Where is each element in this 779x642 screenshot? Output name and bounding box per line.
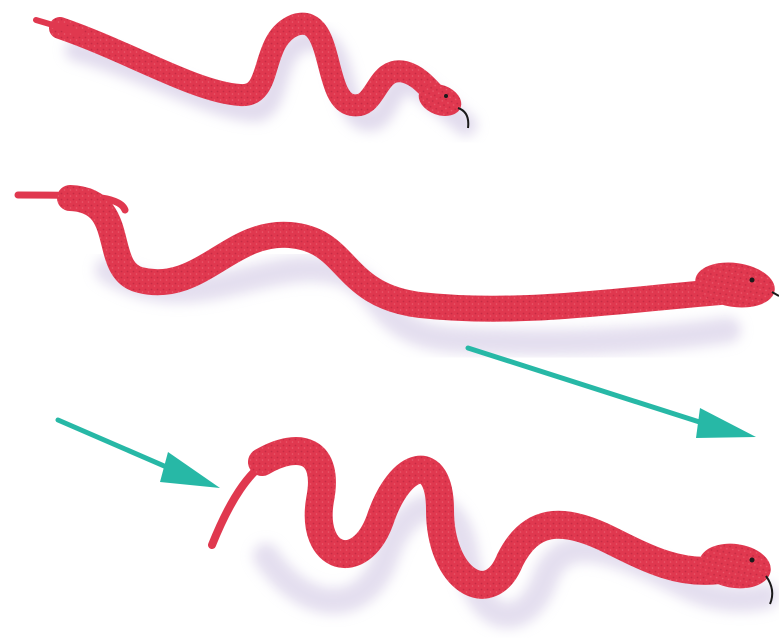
snake-middle-body xyxy=(70,198,720,309)
snake-bottom-eye xyxy=(750,558,755,563)
arrow-left-head xyxy=(160,452,220,488)
snake-top-eye xyxy=(444,94,448,98)
arrow-right xyxy=(468,348,756,438)
snake-bottom-body xyxy=(262,451,720,585)
arrow-right-shaft xyxy=(468,348,712,426)
snake-middle-eye xyxy=(750,278,755,283)
arrow-right-head xyxy=(696,408,756,438)
arrow-left-shaft xyxy=(58,420,178,472)
snake-bottom xyxy=(212,451,774,615)
snake-top xyxy=(36,20,468,128)
arrow-left xyxy=(58,420,220,488)
snake-middle xyxy=(18,195,779,342)
